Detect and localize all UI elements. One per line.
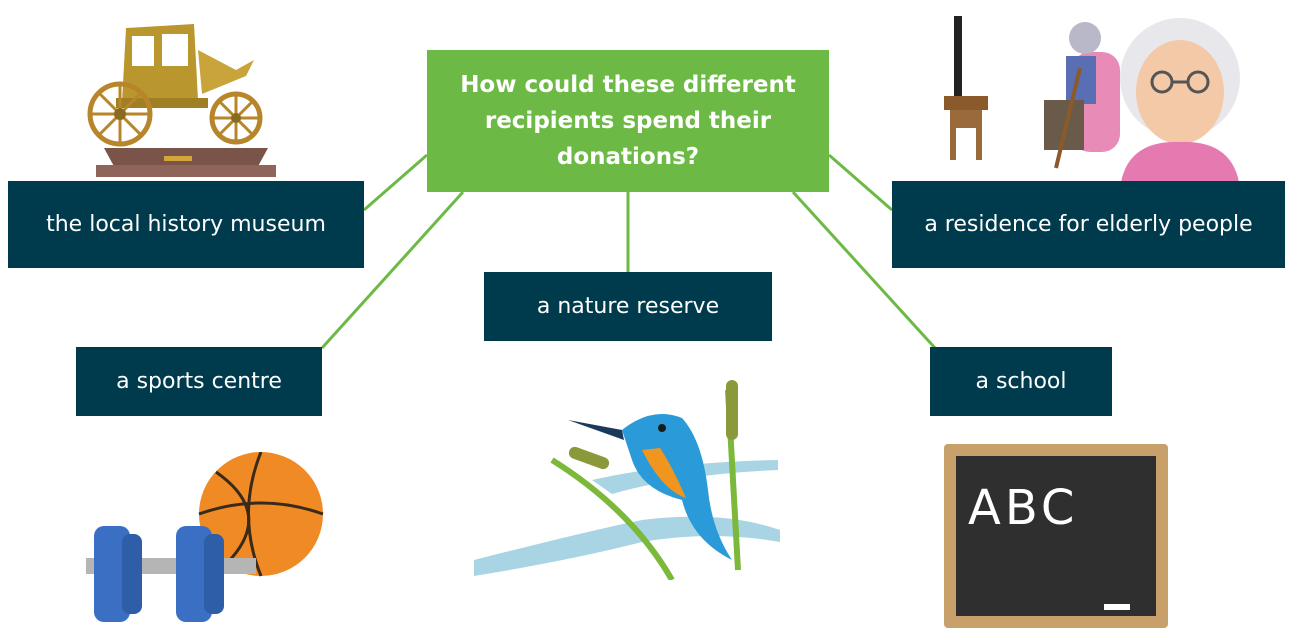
label-text: a school (975, 369, 1067, 394)
central-question: How could these different recipients spe… (460, 72, 796, 170)
kingfisher-bird-icon (474, 380, 780, 580)
label-text: a sports centre (116, 369, 282, 394)
stagecoach-icon (87, 24, 276, 177)
chalkboard-icon: ABC (944, 444, 1168, 628)
label-residence-elderly: a residence for elderly people (892, 181, 1285, 268)
connector-sports (320, 190, 465, 350)
label-nature-reserve: a nature reserve (484, 272, 772, 341)
connector-school (791, 190, 937, 350)
chalkboard-text: ABC (968, 480, 1078, 536)
label-local-history-museum: the local history museum (8, 181, 364, 268)
label-school: a school (930, 347, 1112, 416)
connector-elderly (828, 153, 893, 212)
label-text: a residence for elderly people (924, 212, 1253, 237)
label-text: the local history museum (46, 212, 326, 237)
dumbbell-basketball-icon (86, 452, 324, 622)
central-question-box: How could these different recipients spe… (427, 50, 829, 192)
label-text: a nature reserve (536, 294, 720, 319)
label-sports-centre: a sports centre (76, 347, 322, 416)
elderly-people-icon (944, 16, 1240, 188)
connector-museum (363, 153, 428, 212)
